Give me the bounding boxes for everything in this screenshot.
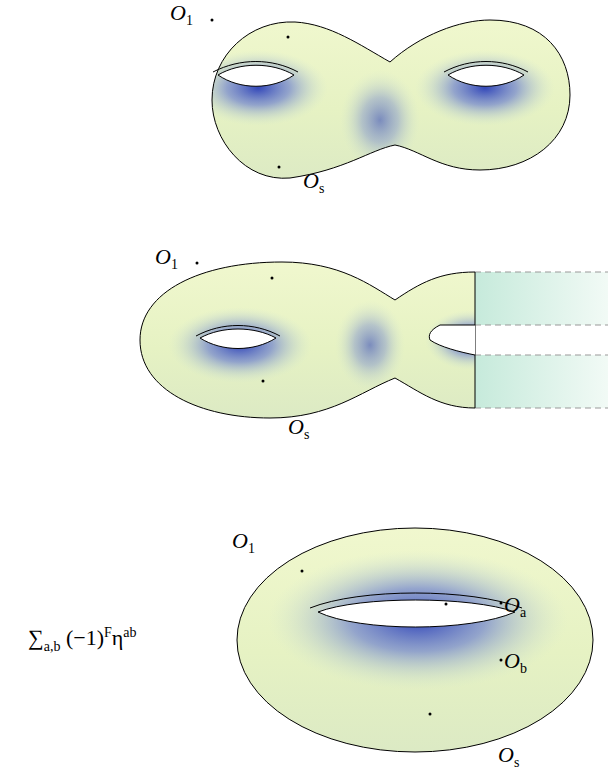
operator-label: Os xyxy=(288,416,309,442)
operator-label: Oa xyxy=(504,594,526,620)
operator-label: O1 xyxy=(232,530,255,556)
operator-label: Ob xyxy=(504,650,527,676)
operator-label: Os xyxy=(498,744,519,770)
operator-label: Os xyxy=(303,170,324,196)
formula-label: ∑a,b (−1)Fηab xyxy=(28,626,137,654)
operator-label: O1 xyxy=(170,2,193,28)
operator-label: O1 xyxy=(155,246,178,272)
